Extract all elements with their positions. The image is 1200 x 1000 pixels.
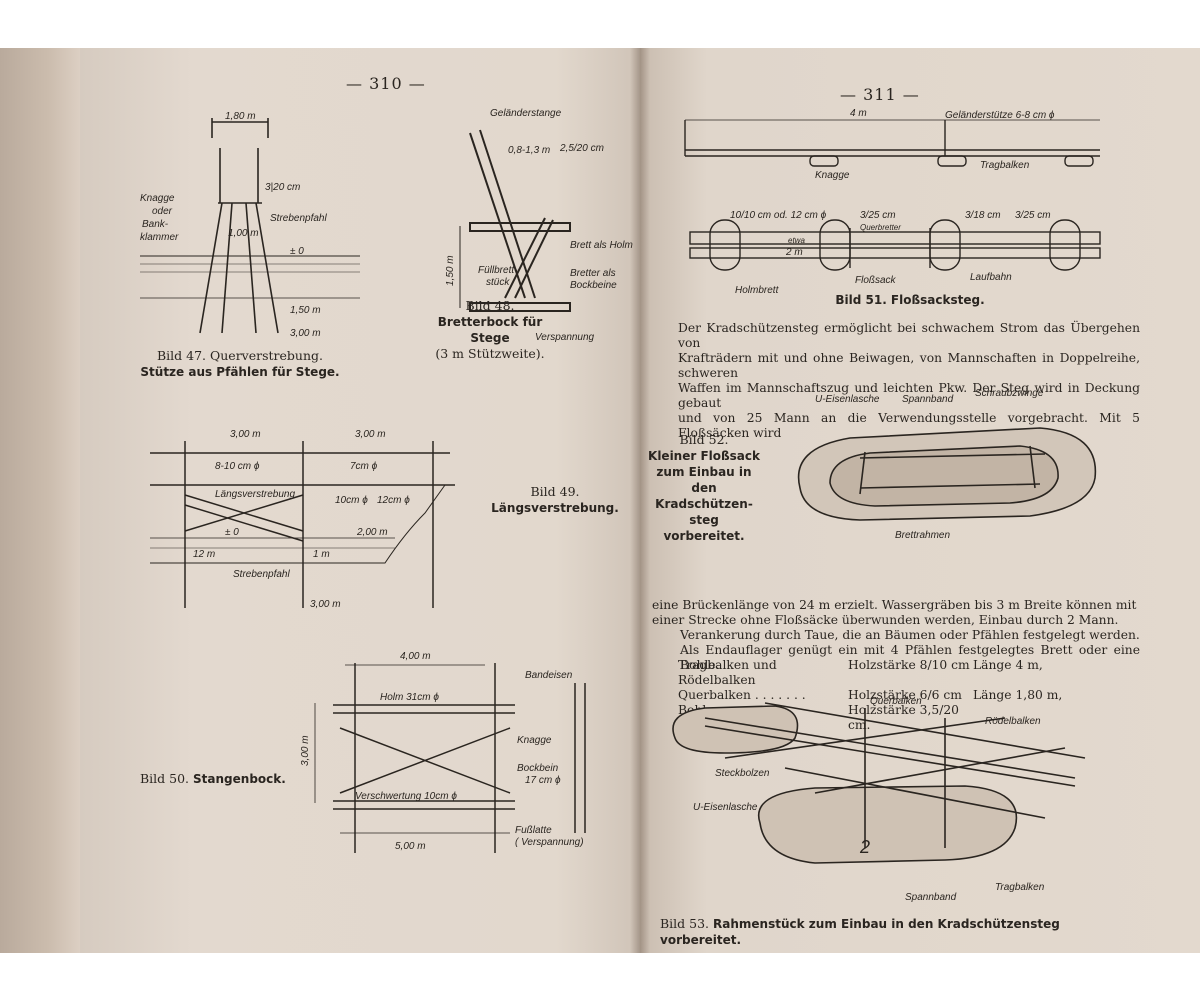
figure-label: Spannband [905,892,957,903]
book-spread: — 310 — 1,80 m Knagge oder Bank- klammer… [0,48,1200,953]
table-row: Querbalken . . . . . . . Holzstärke 6/6 … [678,688,1063,702]
figure-label: Knagge [815,170,850,181]
figure-label: 3|20 cm [265,182,300,193]
figure-51-caption: Bild 51. Floßsacksteg. [835,293,985,307]
figure-label: Bretter als [570,268,616,279]
figure-51-diagram: 4 m Geländerstütze 6-8 cm ϕ Knagge Tragb… [684,108,1101,296]
figure-label: 3/18 cm [965,210,1001,221]
figure-50-diagram: 4,00 m Holm 31cm ϕ Bandeisen Knagge Bock… [300,651,586,853]
figure-label: 10/10 cm od. 12 cm ϕ [730,210,827,221]
figure-label: oder [152,206,173,217]
figure-label: Holmbrett [735,285,780,296]
figure-48-diagram: Geländerstange 0,8-1,3 m 2,5/20 cm Füllb… [445,108,633,343]
figure-label: Tragbalken [995,882,1045,893]
figure-label: Bank- [142,219,169,230]
page-number: — 311 — [840,85,920,104]
figure-52-boat: U-Eisenlasche Spannband Schraubzwinge Br… [797,388,1097,541]
figure-label: Floßsack [855,275,897,286]
figure-label: 0,8-1,3 m [508,145,550,156]
figure-52-caption: Bild 52. Kleiner Floßsack zum Einbau in … [648,432,760,543]
left-page: — 310 — 1,80 m Knagge oder Bank- klammer… [80,48,640,953]
figure-label: Holm 31cm ϕ [380,692,439,703]
figure-label: 3,00 m [230,429,261,440]
figure-label: 4 m [850,108,867,119]
figure-label: 2 [859,837,870,857]
figure-label: Bockbein [517,763,559,774]
figure-label: etwa [788,236,805,245]
book-gutter [630,48,650,953]
figure-label: 2,00 m [356,527,388,538]
figure-50-caption: Bild 50. Stangenbock. [140,771,286,786]
figure-48-caption: Bild 48. Bretterbock für Stege (3 m Stüt… [435,298,545,361]
figure-label: Strebenpfahl [233,569,290,580]
paragraph-kradschuetzensteg: Der Kradschützensteg ermöglicht bei schw… [678,321,1140,440]
figure-label: Knagge [140,193,175,204]
figure-label: Brett als Holm [570,240,633,251]
figure-label: 1,50 m [290,305,321,316]
paragraph-brueckenlaenge: eine Brückenlänge von 24 m erzielt. Wass… [652,598,1140,672]
figure-label: 2 m [785,247,803,258]
figure-label: Verspannung [535,332,595,343]
figure-label: 3,00 m [300,735,311,766]
figure-label: U-Eisenlasche [815,394,880,405]
figure-49-caption: Bild 49. Längsverstrebung. [491,484,619,515]
figure-label: Querbalken [870,696,922,707]
figure-label: 3,00 m [355,429,386,440]
figure-label: Strebenpfahl [270,213,327,224]
figure-label: 12cm ϕ [377,495,410,506]
figure-label: Brettrahmen [895,530,950,541]
figure-label: Bandeisen [525,670,573,681]
figure-53-raft-frame: Querbalken Rödelbalken Steckbolzen U-Eis… [672,696,1086,903]
figure-label: Spannband [902,394,954,405]
figure-label: Querbretter [860,223,901,232]
figure-label: Knagge [517,735,552,746]
figure-label: 1,80 m [225,111,256,122]
table-row: Tragbalken und Rödelbalken Holzstärke 8/… [678,658,1043,687]
right-page: — 311 — 4 m Geländerstütze 6-8 cm ϕ Knag [640,48,1200,953]
figure-label: stück [486,277,510,288]
figure-label: Bockbeine [570,280,617,291]
figure-label: 3/25 cm [1015,210,1051,221]
figure-47-caption: Bild 47. Querverstrebung. Stütze aus Pfä… [140,348,340,379]
figure-label: Geländerstütze 6-8 cm ϕ [945,110,1055,121]
figure-47-diagram: 1,80 m Knagge oder Bank- klammer Streben… [140,111,360,339]
figure-label: 17 cm ϕ [525,775,561,786]
figure-label: klammer [140,232,179,243]
figure-label: ± 0 [290,246,304,257]
figure-49-diagram: 3,00 m 3,00 m 8-10 cm ϕ 7cm ϕ Längsverst… [150,429,455,610]
figure-label: 12 m [193,549,215,560]
figure-label: 3,00 m [290,328,321,339]
figure-label: Verschwertung 10cm ϕ [355,791,457,802]
figure-label: Laufbahn [970,272,1012,283]
figure-label: Schraubzwinge [975,388,1044,399]
figure-label: 1,50 m [445,255,456,286]
figure-53-caption: Bild 53. Rahmenstück zum Einbau in den K… [660,916,1060,947]
figure-label: 3/25 cm [860,210,896,221]
figure-label: ± 0 [225,527,239,538]
figure-label: 1 m [313,549,330,560]
figure-label: 7cm ϕ [350,461,378,472]
figure-label: Rödelbalken [985,716,1041,727]
figure-label: U-Eisenlasche [693,802,758,813]
book-page-edges [0,48,80,953]
figure-label: 1,00 m [228,228,259,239]
figure-label: Steckbolzen [715,768,770,779]
figure-label: 8-10 cm ϕ [215,461,260,472]
figure-label: Füllbrett- [478,265,518,276]
figure-label: 3,00 m [310,599,341,610]
figure-label: 4,00 m [400,651,431,662]
figure-label: Geländerstange [490,108,562,119]
figure-label: 5,00 m [395,841,426,852]
figure-label: ( Verspannung) [515,837,584,848]
page-number: — 310 — [346,74,426,93]
figure-label: 10cm ϕ [335,495,368,506]
figure-label: Längsverstrebung [215,489,295,500]
figure-label: Tragbalken [980,160,1030,171]
figure-label: 2,5/20 cm [559,143,604,154]
figure-label: Fußlatte [515,825,552,836]
